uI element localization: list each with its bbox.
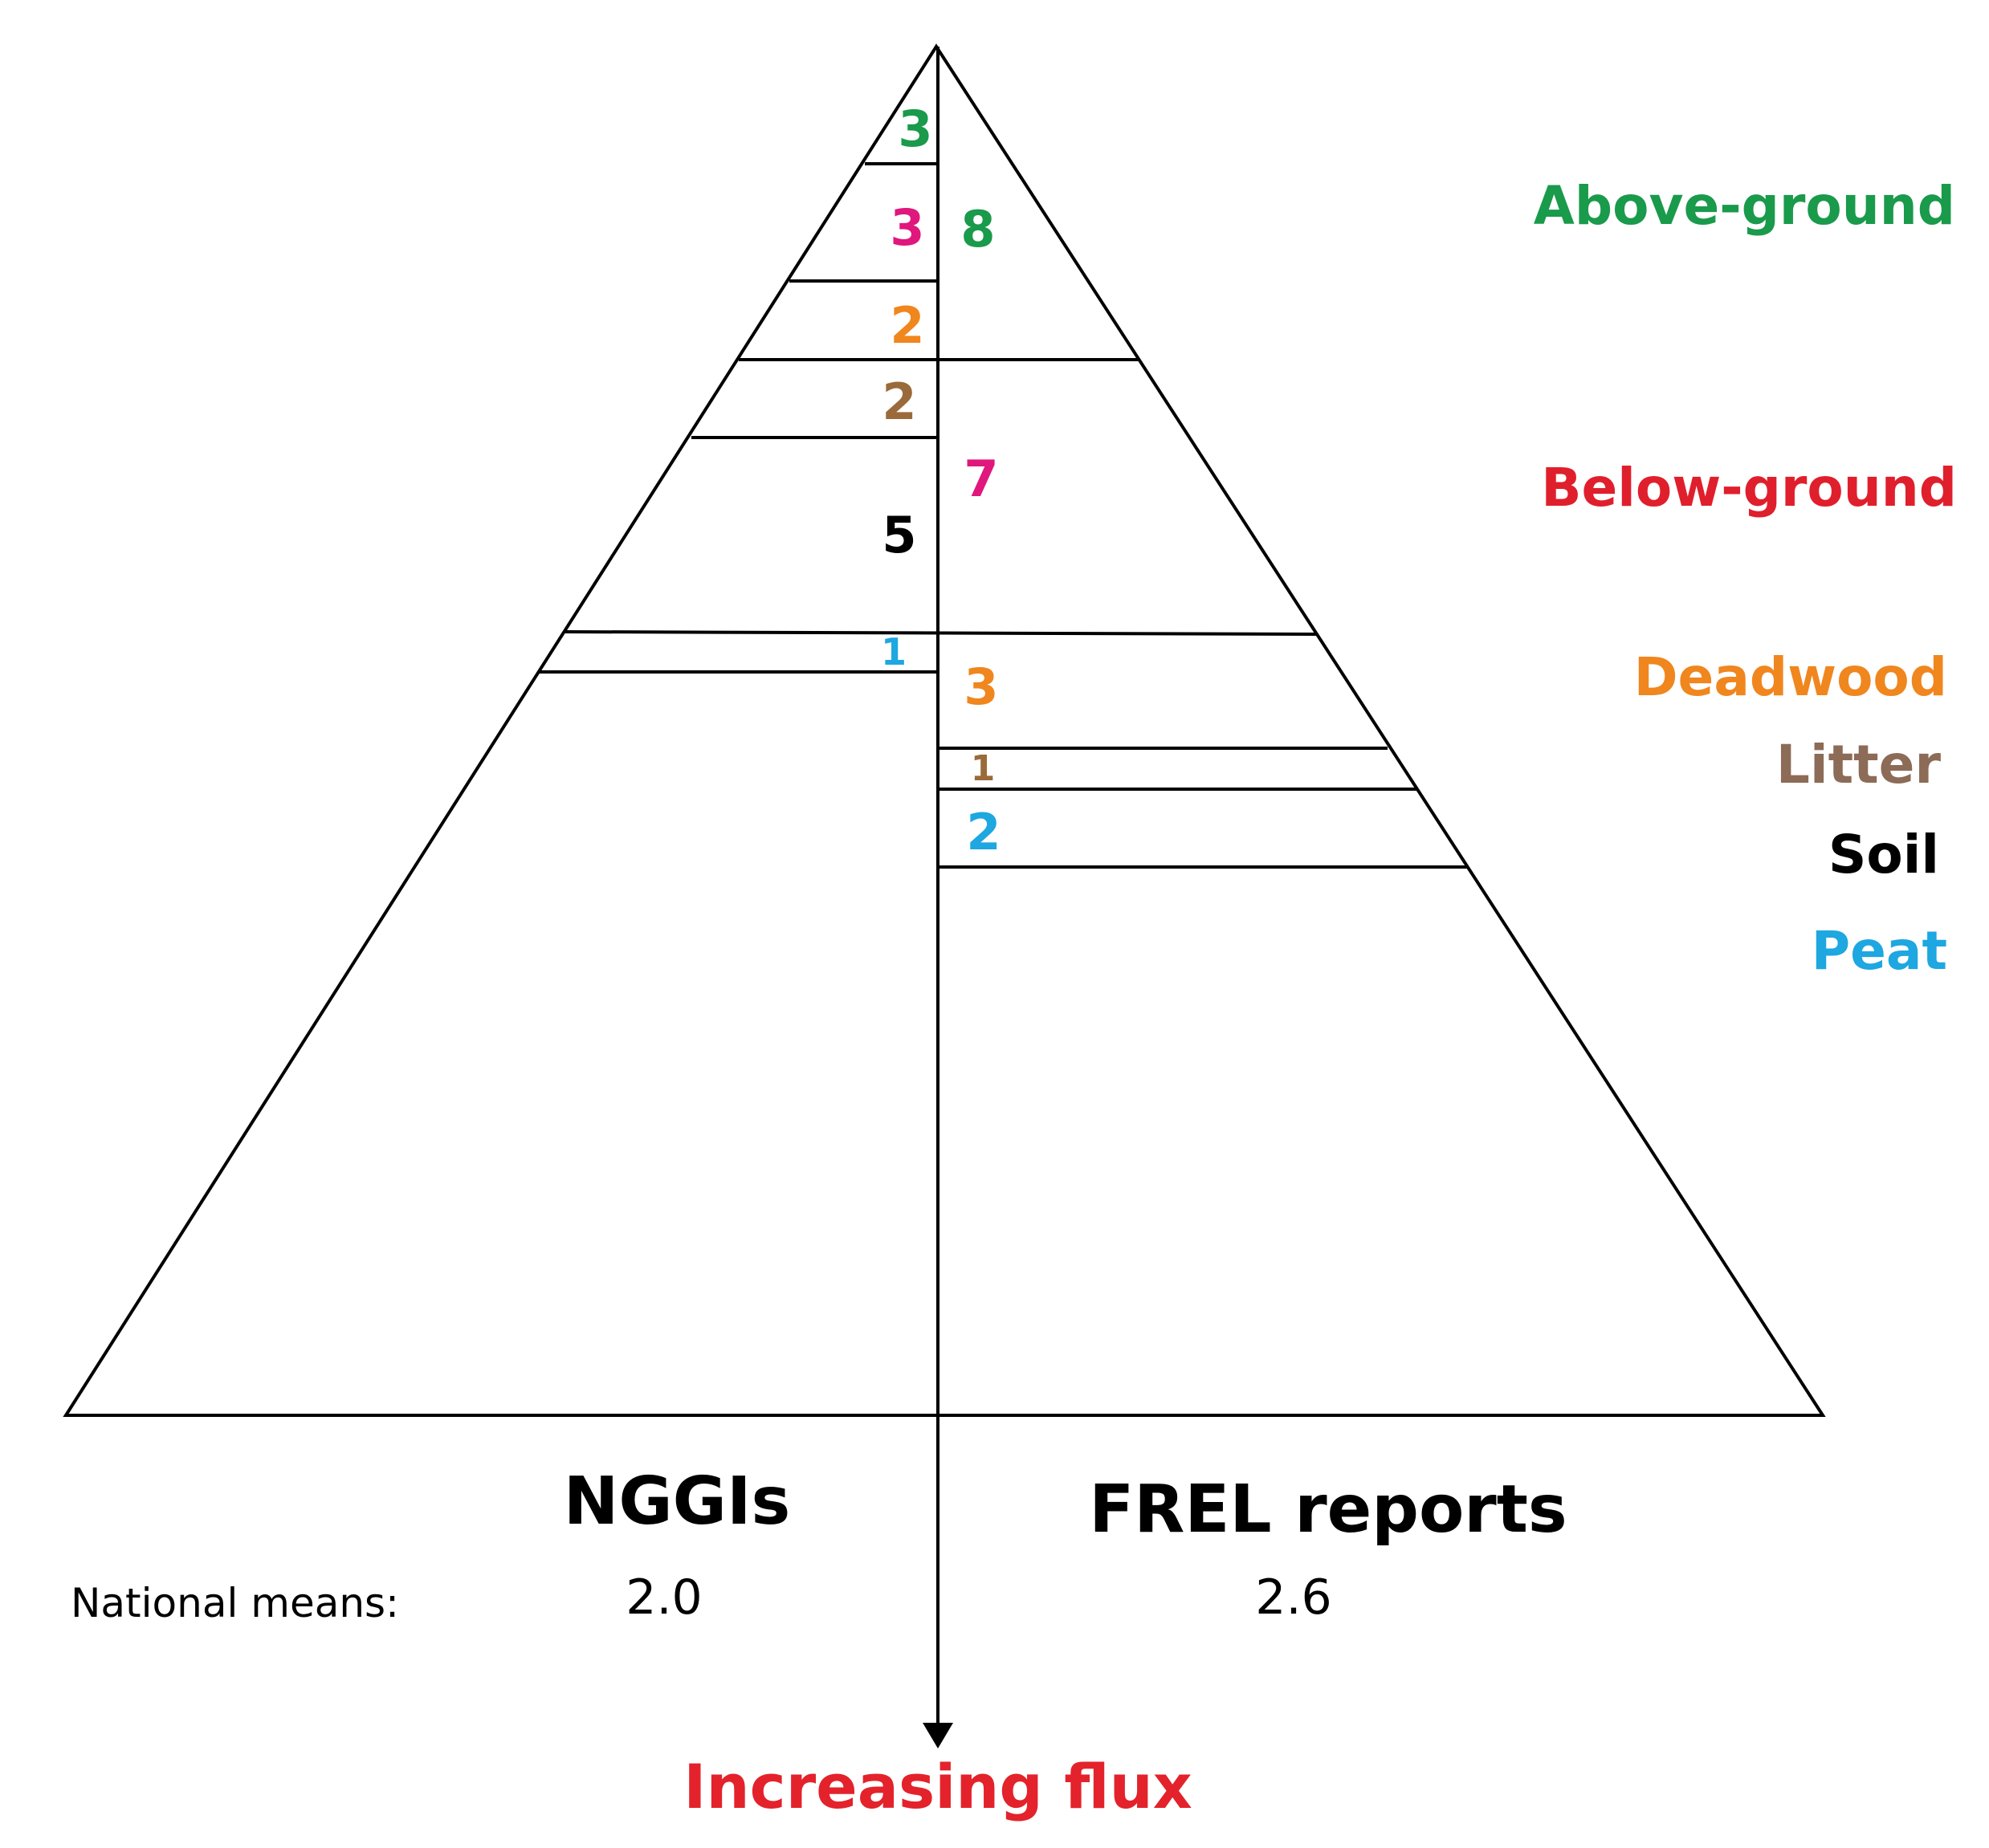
- right-value-peat: 2: [966, 803, 1001, 861]
- axis-arrowhead: [923, 1723, 953, 1748]
- right-value-above-ground: 8: [960, 200, 995, 258]
- column-header-frel-reports: FREL reports: [1089, 1471, 1567, 1548]
- left-value-litter: 2: [882, 372, 916, 431]
- full-divider-2: [565, 630, 1317, 636]
- left-value-below-ground: 3: [890, 198, 924, 257]
- national-means-label: National means:: [71, 1580, 399, 1626]
- axis-label-increasing-flux: Increasing flux: [683, 1751, 1192, 1822]
- legend-peat: Peat: [1812, 920, 1947, 982]
- right-value-litter: 1: [971, 748, 996, 789]
- right-value-deadwood: 3: [964, 657, 998, 716]
- column-header-nggis: NGGIs: [564, 1463, 791, 1540]
- legend-soil: Soil: [1828, 824, 1939, 885]
- legend-above-ground: Above-ground: [1534, 175, 1955, 237]
- left-value-above-ground: 3: [898, 100, 932, 158]
- right-value-below-ground: 7: [964, 450, 998, 508]
- left-value-peat: 1: [881, 630, 907, 674]
- left-value-deadwood: 2: [890, 296, 924, 355]
- national-mean-nggis: 2.0: [626, 1569, 702, 1626]
- legend-below-ground: Below-ground: [1541, 457, 1957, 519]
- legend-litter: Litter: [1776, 734, 1942, 796]
- left-value-soil: 5: [882, 506, 916, 564]
- legend-deadwood: Deadwood: [1634, 646, 1947, 708]
- national-mean-frel: 2.6: [1255, 1569, 1331, 1626]
- pyramid-outline: [63, 43, 1826, 1417]
